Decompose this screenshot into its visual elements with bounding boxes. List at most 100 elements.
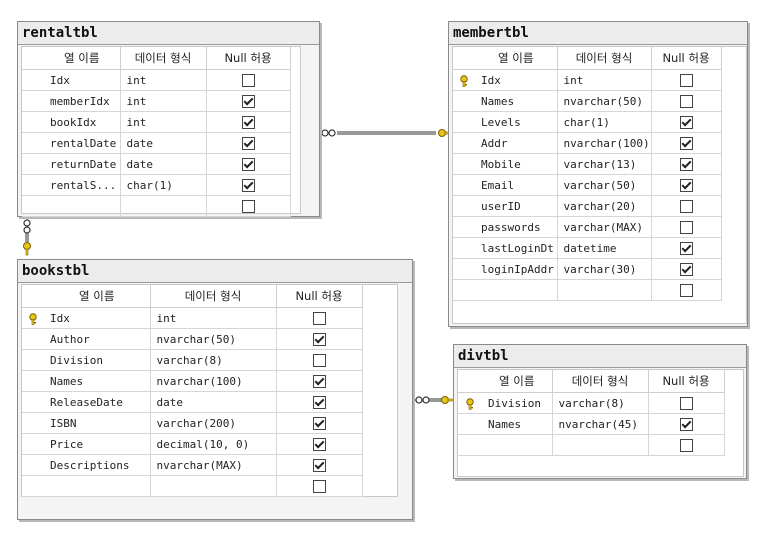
checked-checkbox[interactable] [679,417,693,431]
data-type-cell[interactable] [120,195,207,217]
column-name-cell[interactable]: Division [482,392,553,414]
checked-checkbox[interactable] [679,115,693,129]
unchecked-checkbox[interactable] [679,73,693,87]
checked-checkbox[interactable] [679,241,693,255]
checked-checkbox[interactable] [679,178,693,192]
table-row[interactable] [453,279,722,301]
unchecked-checkbox[interactable] [241,73,255,87]
data-type-cell[interactable]: int [120,90,207,112]
data-type-cell[interactable]: int [557,69,652,91]
checked-checkbox[interactable] [312,395,326,409]
table-row[interactable] [458,434,725,456]
data-type-cell[interactable]: int [120,69,207,91]
column-name-cell[interactable]: bookIdx [44,111,121,133]
column-name-cell[interactable]: Idx [475,69,558,91]
column-name-cell[interactable] [44,475,151,497]
unchecked-checkbox[interactable] [679,220,693,234]
data-type-cell[interactable]: varchar(20) [557,195,652,217]
data-type-cell[interactable]: date [120,132,207,154]
column-name-cell[interactable]: Idx [44,69,121,91]
data-type-cell[interactable]: datetime [557,237,652,259]
checked-checkbox[interactable] [241,157,255,171]
checked-checkbox[interactable] [312,458,326,472]
checked-checkbox[interactable] [312,332,326,346]
data-type-cell[interactable]: varchar(13) [557,153,652,175]
data-type-cell[interactable]: varchar(8) [150,349,277,371]
unchecked-checkbox[interactable] [679,396,693,410]
column-name-cell[interactable]: passwords [475,216,558,238]
column-name-cell[interactable]: Price [44,433,151,455]
unchecked-checkbox[interactable] [312,311,326,325]
table-row[interactable]: rentalS...char(1) [22,174,291,196]
column-name-cell[interactable]: rentalDate [44,132,121,154]
checked-checkbox[interactable] [679,136,693,150]
column-name-cell[interactable]: Names [482,413,553,435]
table-row[interactable] [22,475,363,497]
data-type-cell[interactable]: nvarchar(MAX) [150,454,277,476]
column-name-cell[interactable] [475,279,558,301]
data-type-cell[interactable]: nvarchar(100) [557,132,652,154]
data-type-cell[interactable]: date [150,391,277,413]
column-name-cell[interactable]: lastLoginDt [475,237,558,259]
checked-checkbox[interactable] [241,136,255,150]
data-type-cell[interactable]: char(1) [557,111,652,133]
column-name-cell[interactable]: Email [475,174,558,196]
data-type-cell[interactable]: varchar(30) [557,258,652,280]
column-name-cell[interactable]: Names [44,370,151,392]
column-name-cell[interactable]: returnDate [44,153,121,175]
data-type-cell[interactable]: nvarchar(50) [557,90,652,112]
data-type-cell[interactable] [150,475,277,497]
data-type-cell[interactable]: char(1) [120,174,207,196]
data-type-cell[interactable]: decimal(10, 0) [150,433,277,455]
column-name-cell[interactable]: memberIdx [44,90,121,112]
data-type-cell[interactable]: varchar(50) [557,174,652,196]
checked-checkbox[interactable] [312,437,326,451]
unchecked-checkbox[interactable] [679,94,693,108]
column-name-cell[interactable]: ISBN [44,412,151,434]
checked-checkbox[interactable] [312,374,326,388]
relationship-rental-member[interactable] [320,129,452,137]
column-name-cell[interactable]: Idx [44,307,151,329]
unchecked-checkbox[interactable] [679,199,693,213]
data-type-cell[interactable] [557,279,652,301]
column-name-cell[interactable]: ReleaseDate [44,391,151,413]
relationship-rental-books[interactable] [23,219,31,256]
data-type-cell[interactable]: int [120,111,207,133]
data-type-cell[interactable]: varchar(200) [150,412,277,434]
relationship-books-div[interactable] [413,396,455,404]
unchecked-checkbox[interactable] [679,438,693,452]
column-name-cell[interactable]: Author [44,328,151,350]
checked-checkbox[interactable] [679,262,693,276]
unchecked-checkbox[interactable] [241,199,255,213]
column-name-cell[interactable]: userID [475,195,558,217]
column-name-cell[interactable]: Addr [475,132,558,154]
column-name-cell[interactable]: Division [44,349,151,371]
column-name-cell[interactable]: Mobile [475,153,558,175]
data-type-cell[interactable]: nvarchar(50) [150,328,277,350]
checked-checkbox[interactable] [241,178,255,192]
